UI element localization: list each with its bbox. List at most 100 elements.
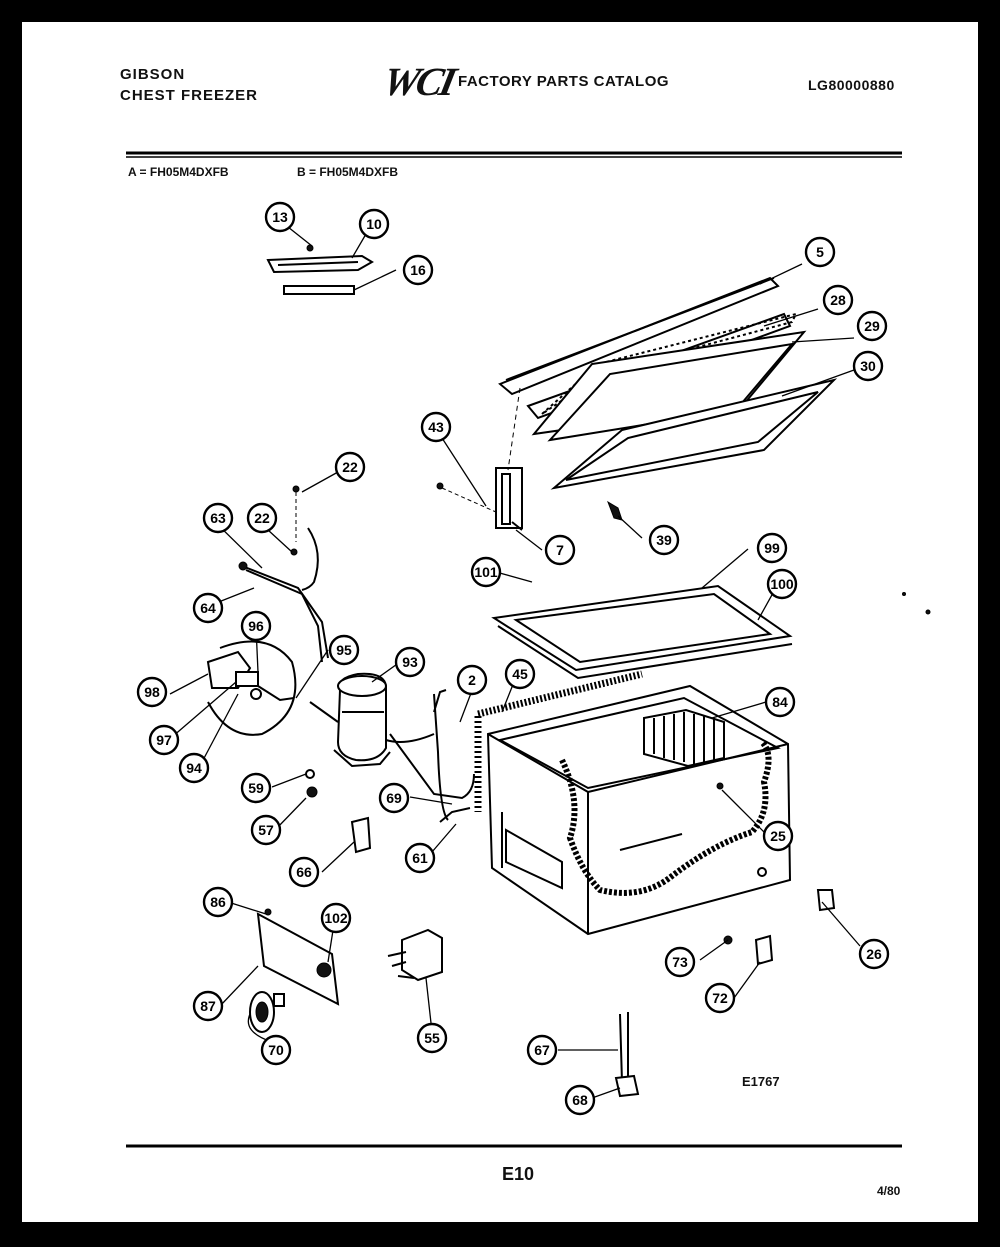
handle-part (266, 244, 374, 274)
screw-cabinet-part (757, 867, 767, 877)
callout-label: 61 (412, 850, 428, 866)
callout-label: 28 (830, 292, 846, 308)
leader-lines (169, 226, 861, 1099)
latch-72-part (754, 934, 774, 966)
callout-circle (202, 886, 234, 918)
callout-22: 22 (334, 451, 366, 483)
callout-label: 45 (512, 666, 528, 682)
callout-label: 29 (864, 318, 880, 334)
callout-7: 7 (544, 534, 576, 566)
callout-circle (852, 350, 884, 382)
speck (902, 592, 906, 596)
liner-frame-part (491, 584, 793, 680)
callout-circle (402, 254, 434, 286)
callout-43: 43 (420, 411, 452, 443)
callout-label: 22 (342, 459, 358, 475)
model-b-label: B = FH05M4DXFB (297, 165, 399, 179)
callout-label: 16 (410, 262, 426, 278)
callout-circle (544, 534, 576, 566)
callout-circle (704, 982, 736, 1014)
model-a-label: A = FH05M4DXFB (128, 165, 229, 179)
callout-93: 93 (394, 646, 426, 678)
callout-69: 69 (378, 782, 410, 814)
callout-circle (756, 532, 788, 564)
page-number: E10 (502, 1164, 535, 1184)
bracket-66-part (350, 816, 372, 854)
callout-label: 30 (860, 358, 876, 374)
callout-label: 63 (210, 510, 226, 526)
callout-61: 61 (404, 842, 436, 874)
callout-circle (320, 902, 352, 934)
callout-45: 45 (504, 658, 536, 690)
callout-100: 100 (766, 568, 798, 600)
callout-101: 101 (470, 556, 502, 588)
revision-date: 4/80 (877, 1184, 901, 1198)
control-plate-part (249, 908, 340, 1033)
speck (925, 609, 931, 615)
callout-73: 73 (664, 946, 696, 978)
callout-97: 97 (148, 724, 180, 756)
product-type: CHEST FREEZER (120, 87, 259, 104)
diagram-code: E1767 (742, 1074, 780, 1089)
callout-64: 64 (192, 592, 224, 624)
callout-86: 86 (202, 886, 234, 918)
callout-label: 43 (428, 419, 444, 435)
callout-label: 99 (764, 540, 780, 556)
callout-29: 29 (856, 310, 888, 342)
callout-98: 98 (136, 676, 168, 708)
callout-70: 70 (260, 1034, 292, 1066)
callout-72: 72 (704, 982, 736, 1014)
callout-87: 87 (192, 990, 224, 1022)
callout-102: 102 (320, 902, 352, 934)
callout-label: 87 (200, 998, 216, 1014)
callout-label: 73 (672, 954, 688, 970)
screw-25-part (716, 782, 724, 790)
callout-circle (202, 502, 234, 534)
callout-circle (822, 284, 854, 316)
trim-strip-part (283, 285, 355, 295)
callout-circle (148, 724, 180, 756)
callout-circle (240, 772, 272, 804)
callout-circle (416, 1022, 448, 1054)
callout-circle (250, 814, 282, 846)
callout-circle (246, 502, 278, 534)
callout-circle (378, 782, 410, 814)
callout-30: 30 (852, 350, 884, 382)
callout-circle (264, 201, 296, 233)
callout-circle (504, 658, 536, 690)
callout-circle (648, 524, 680, 556)
callout-label: 97 (156, 732, 172, 748)
callout-label: 13 (272, 209, 288, 225)
callout-label: 59 (248, 780, 264, 796)
callout-circle (192, 592, 224, 624)
callout-circle (136, 676, 168, 708)
callout-circle (470, 556, 502, 588)
callout-59: 59 (240, 772, 272, 804)
callout-label: 66 (296, 864, 312, 880)
callout-circle (178, 752, 210, 784)
callout-26: 26 (858, 938, 890, 970)
callout-label: 93 (402, 654, 418, 670)
callout-16: 16 (402, 254, 434, 286)
callout-39: 39 (648, 524, 680, 556)
callout-22: 22 (246, 502, 278, 534)
catalog-title: FACTORY PARTS CATALOG (458, 73, 670, 90)
grommet-59-part (305, 769, 315, 779)
callout-66: 66 (288, 856, 320, 888)
callout-circle (766, 568, 798, 600)
callout-circle (456, 664, 488, 696)
callout-circle (394, 646, 426, 678)
callout-label: 69 (386, 790, 402, 806)
callout-label: 5 (816, 244, 824, 260)
callout-label: 95 (336, 642, 352, 658)
callout-circle (288, 856, 320, 888)
callout-label: 25 (770, 828, 786, 844)
callout-label: 26 (866, 946, 882, 962)
callout-96: 96 (240, 610, 272, 642)
callout-circle (762, 820, 794, 852)
callout-label: 7 (556, 542, 564, 558)
wiring-and-screws (238, 485, 329, 663)
brand-name: GIBSON (120, 66, 186, 83)
callout-55: 55 (416, 1022, 448, 1054)
